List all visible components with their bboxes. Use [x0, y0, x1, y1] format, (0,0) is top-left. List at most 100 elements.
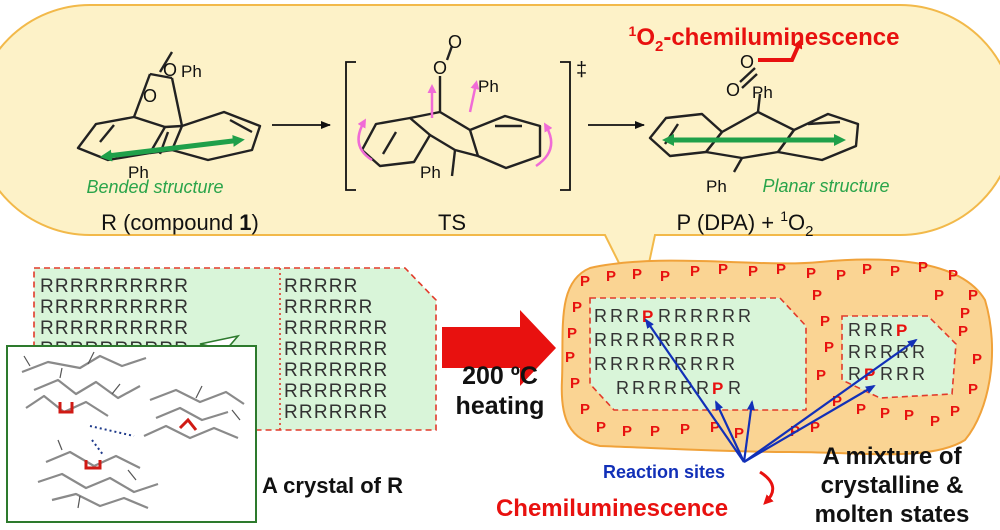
reaction-site-arrows: [644, 318, 918, 463]
crystal-r: R: [696, 378, 709, 398]
crystal-r: R: [848, 342, 861, 362]
crystal-row-right: RRRRRRR: [284, 381, 388, 402]
molten-p: P: [880, 405, 890, 422]
crystal-r: R: [706, 330, 719, 350]
product-molecule: [648, 67, 860, 173]
reactant-ph-top: Ph: [181, 62, 202, 81]
crystal-r: R: [896, 364, 909, 384]
chemiluminescence-title: 1O2-chemiluminescence: [629, 23, 900, 55]
crystal-r: R: [738, 306, 751, 326]
molten-p: P: [690, 263, 700, 280]
molten-p: P: [580, 401, 590, 418]
reactant-ph-bottom: Ph: [128, 163, 149, 182]
ts-brackets: [345, 61, 571, 191]
molten-p: P: [632, 266, 642, 283]
molten-p: P: [930, 413, 940, 430]
reaction-site-p: P: [642, 307, 653, 326]
crystal-caption: A crystal of R: [262, 473, 403, 498]
molten-p: P: [734, 425, 744, 442]
molten-p: P: [968, 287, 978, 304]
crystal-r: R: [658, 330, 671, 350]
reaction-site-p: P: [896, 321, 907, 340]
crystal-r: R: [674, 306, 687, 326]
svg-text:molten states: molten states: [815, 501, 970, 528]
crystal-r: R: [690, 354, 703, 374]
molten-p: P: [622, 423, 632, 440]
ts-oxygen-1: O: [433, 58, 447, 78]
molten-p: P: [856, 401, 866, 418]
crystal-row-right: RRRRRRR: [284, 318, 388, 339]
bend-arrow: [99, 134, 245, 162]
molten-p: P: [958, 323, 968, 340]
crystal-r: R: [880, 364, 893, 384]
molten-p: P: [968, 381, 978, 398]
crystal-r: R: [626, 330, 639, 350]
planar-structure-label: Planar structure: [762, 176, 889, 196]
molten-p: P: [565, 349, 575, 366]
molten-p: P: [650, 423, 660, 440]
reaction-site-p: P: [712, 379, 723, 398]
heating-arrow: [442, 310, 556, 386]
crystal-r: R: [658, 354, 671, 374]
crystal-r: R: [690, 330, 703, 350]
molten-p: P: [806, 265, 816, 282]
crystal-r: R: [632, 378, 645, 398]
crystal-r: R: [664, 378, 677, 398]
molten-p: P: [567, 325, 577, 342]
molten-p: P: [832, 393, 842, 410]
crystal-r: R: [616, 378, 629, 398]
crystal-r: R: [594, 330, 607, 350]
crystal-row-right: RRRRRR: [284, 297, 374, 318]
molten-p: P: [948, 267, 958, 284]
crystal-r: R: [594, 306, 607, 326]
crystal-r: R: [680, 378, 693, 398]
molten-p: P: [812, 287, 822, 304]
molten-p: P: [572, 299, 582, 316]
crystal-r: R: [848, 364, 861, 384]
molten-p: P: [570, 375, 580, 392]
crystal-r: R: [722, 330, 735, 350]
reactant-label: R (compound 1): [101, 210, 259, 235]
mixture-blob: [560, 258, 994, 456]
crystal-r: R: [648, 378, 661, 398]
crystal-r: R: [626, 306, 639, 326]
molten-p: P: [890, 263, 900, 280]
double-dagger: ‡: [576, 59, 587, 81]
product-oxygen-2: O: [726, 80, 740, 100]
product-ph-top: Ph: [752, 83, 773, 102]
reactant-oxygen-1: O: [143, 86, 157, 106]
crystal-r: R: [728, 378, 741, 398]
molten-p: P: [580, 273, 590, 290]
molten-p: P: [950, 403, 960, 420]
molten-p: P: [606, 268, 616, 285]
crystal-r: R: [912, 342, 925, 362]
crystal-r: R: [912, 364, 925, 384]
ts-pink-arrows: [357, 80, 553, 168]
crystal-r: R: [880, 342, 893, 362]
reaction-site-p: P: [864, 365, 875, 384]
crystal-structure-inset: [6, 334, 257, 523]
crystal-r: R: [610, 330, 623, 350]
molten-p: P: [904, 407, 914, 424]
reaction-sites-label: Reaction sites: [603, 462, 725, 482]
crystal-r: R: [690, 306, 703, 326]
product-oxygen-1: O: [740, 52, 754, 72]
bended-structure-label: Bended structure: [86, 177, 223, 197]
svg-text:A mixture of: A mixture of: [822, 443, 962, 470]
crystal-r: R: [674, 330, 687, 350]
molten-p: P: [810, 419, 820, 436]
molten-p: P: [748, 263, 758, 280]
emission-arrow: [758, 38, 803, 62]
product-label: P (DPA) + 1O2: [677, 208, 814, 240]
product-ph-bottom: Ph: [706, 177, 727, 196]
molten-p: P: [718, 261, 728, 278]
crystal-r: R: [864, 320, 877, 340]
molten-p: P: [862, 261, 872, 278]
crystal-r: R: [626, 354, 639, 374]
crystal-r: R: [594, 354, 607, 374]
molten-p: P: [776, 261, 786, 278]
